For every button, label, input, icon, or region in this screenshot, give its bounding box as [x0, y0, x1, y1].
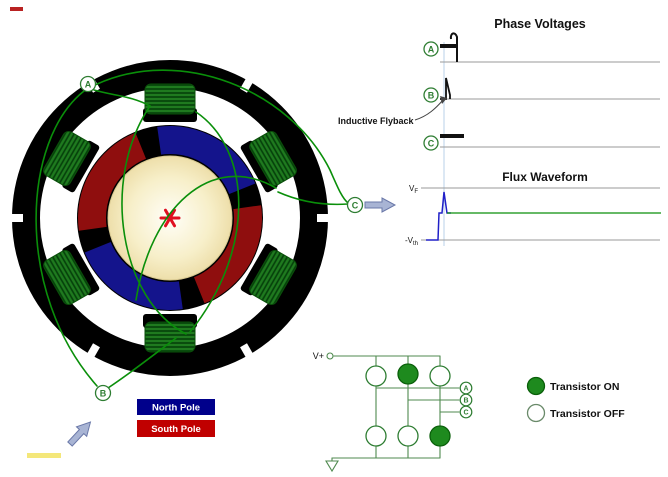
vf-axis-label: VF	[409, 184, 418, 195]
stator-coil	[43, 250, 91, 305]
stator-coil	[249, 131, 297, 186]
wire-inner-2	[135, 175, 277, 301]
phase-a-label: A	[85, 80, 92, 90]
legend-transistor-on-label: Transistor ON	[550, 381, 619, 393]
north-pole-swatch	[137, 399, 215, 415]
stator-coil	[249, 250, 297, 305]
flux-waveform-title: Flux Waveform	[502, 170, 588, 184]
circuit-phase-a-letter: A	[463, 386, 468, 393]
wire-inner-1	[121, 105, 187, 335]
legend-transistor-off-label: Transistor OFF	[550, 408, 625, 420]
pointer-arrow-c-icon	[364, 197, 397, 213]
rotor-center-marker	[159, 208, 181, 228]
circuit-phase-b-letter: B	[463, 398, 468, 405]
wire-a-to-b-outer	[35, 90, 98, 387]
transistor-top-1-off	[365, 365, 387, 387]
artifact-mark-bottom	[27, 453, 61, 458]
supply-label: V+	[313, 351, 324, 361]
wire-a-to-c-outer	[94, 69, 349, 204]
motor-phase-terminals: A B C	[79, 75, 364, 402]
south-pole-label: South Pole	[151, 424, 201, 435]
stator-ring	[12, 60, 328, 376]
stator-notch	[10, 214, 23, 222]
stator-coil	[43, 131, 91, 186]
flyback-arrowhead-icon	[440, 96, 447, 104]
vf-label-main: V	[409, 184, 415, 193]
phase-a-switch-edge	[449, 32, 458, 62]
vf-label-sub: F	[414, 189, 418, 195]
stator-pole	[43, 131, 100, 193]
phase-b-flyback-spike	[440, 77, 451, 100]
commutation-circuit: V+ A B C Transistor ON Transistor OFF	[313, 351, 625, 473]
wire-b-lead	[107, 337, 177, 389]
waveform-phase-c-badge	[423, 135, 439, 151]
stator-notch	[240, 343, 254, 359]
phase-b-terminal	[94, 384, 112, 402]
pointer-arrow-b-icon	[67, 421, 92, 447]
supply-node	[326, 352, 334, 360]
stator-notch	[317, 214, 330, 222]
transistor-bottom-3-on	[429, 425, 451, 447]
phase-wires	[35, 69, 349, 389]
circuit-phase-c-terminal	[459, 405, 473, 419]
stator-coil	[144, 321, 196, 353]
phase-voltage-panel: Phase Voltages A B Inductive Flyback C F…	[338, 17, 661, 247]
artifact-mark-top	[10, 7, 23, 11]
south-pole-swatch	[137, 420, 215, 437]
stator-pole	[143, 314, 197, 353]
vth-axis-label: -Vth	[405, 236, 418, 247]
waveform-phase-b-letter: B	[428, 91, 435, 101]
north-pole-label: North Pole	[152, 403, 200, 414]
rotor-magnet-north	[84, 242, 183, 310]
rotor-magnet-south	[78, 132, 146, 231]
flux-trace-blue	[426, 191, 451, 241]
vth-label-sub: th	[413, 241, 418, 247]
stator-coil	[144, 83, 196, 115]
waveform-phase-c-letter: C	[428, 139, 435, 149]
wire-inner-3	[189, 111, 240, 333]
pole-legend: North Pole South Pole	[137, 399, 215, 437]
inductive-flyback-label: Inductive Flyback	[338, 116, 415, 126]
waveform-phase-a-badge	[423, 41, 439, 57]
transistor-top-3-off	[429, 365, 451, 387]
motor-cross-section: A B C	[10, 60, 364, 402]
stator-pole	[240, 243, 297, 305]
waveform-phase-a-letter: A	[428, 45, 435, 55]
flyback-arrow-line	[414, 99, 444, 121]
stator-notch	[86, 343, 100, 359]
transistor-top-2-on	[397, 363, 419, 385]
legend-transistor-off-icon	[526, 403, 546, 423]
transistor-bottom-1-off	[365, 425, 387, 447]
vth-label-main: -V	[405, 236, 414, 245]
phase-a-pulse	[440, 44, 457, 48]
legend-transistor-on-icon	[526, 376, 546, 396]
stator-pole	[240, 131, 297, 193]
phase-c-label: C	[352, 201, 359, 211]
ground-symbol-icon	[325, 460, 339, 473]
transistor-bottom-2-off	[397, 425, 419, 447]
phase-voltages-title: Phase Voltages	[494, 17, 586, 31]
circuit-phase-c-letter: C	[463, 410, 468, 417]
phase-b-label: B	[100, 389, 107, 399]
waveform-phase-b-badge	[423, 87, 439, 103]
wire-a-lead	[93, 89, 151, 107]
phase-c-terminal	[346, 196, 364, 214]
phase-a-terminal	[79, 75, 97, 93]
phase-c-pulse	[440, 134, 464, 138]
wire-c-lead	[277, 191, 349, 206]
stator-pole	[143, 83, 197, 122]
stator-pole	[43, 243, 100, 305]
rotor-magnet-south	[194, 205, 262, 304]
